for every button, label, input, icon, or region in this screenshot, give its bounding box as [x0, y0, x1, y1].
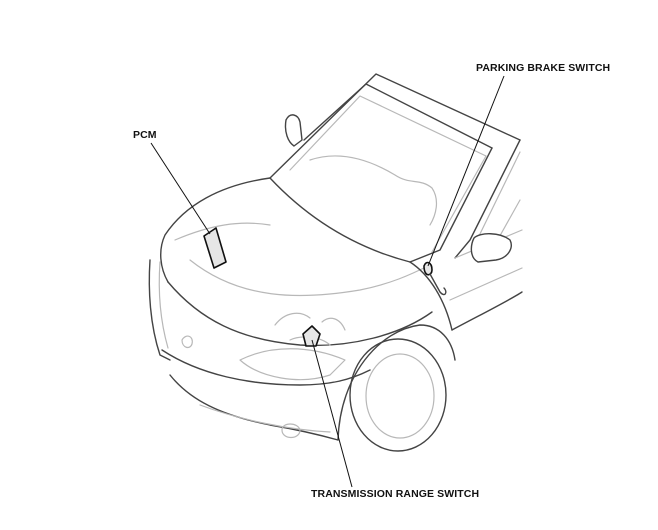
a-pillar-inner	[431, 155, 487, 253]
transmission-range-switch-label: TRANSMISSION RANGE SWITCH	[311, 488, 480, 500]
roof-line	[269, 73, 521, 179]
grille-emblem	[181, 335, 193, 349]
pcm-label: PCM	[133, 129, 157, 141]
side-window-frame	[454, 139, 521, 259]
body-side-line	[451, 291, 523, 331]
hood-crease-center	[189, 259, 431, 297]
far-side-mirror	[284, 114, 303, 147]
front-fascia	[161, 349, 371, 386]
cowl-line	[269, 177, 411, 263]
side-mirror	[470, 233, 512, 263]
pcm-leader-line	[150, 142, 211, 235]
hood-crease-left	[174, 222, 271, 241]
headlight-left	[148, 259, 171, 361]
front-rim	[365, 353, 435, 439]
grille	[239, 348, 346, 381]
fog-light	[281, 423, 301, 439]
bumper-trim	[199, 404, 331, 433]
wheel-arch	[337, 324, 456, 441]
transmission-range-switch-part	[302, 325, 321, 347]
parking-brake-switch-label: PARKING BRAKE SWITCH	[476, 62, 611, 74]
hood-front-edge	[167, 281, 433, 347]
pcm-module	[203, 227, 227, 269]
windshield-inner	[289, 95, 487, 171]
parking-brake-switch-part	[423, 261, 447, 296]
headlight-left-inner	[158, 261, 169, 349]
parking-brake-switch-leader-line	[427, 75, 505, 267]
a-pillar	[409, 147, 493, 263]
transmission-range-switch-leader-line	[311, 339, 353, 488]
fender-outline	[409, 261, 453, 331]
lower-bumper	[169, 374, 339, 441]
vehicle-outline	[148, 73, 523, 452]
hood-outline	[160, 177, 271, 283]
dashboard-silhouette	[309, 155, 438, 226]
windshield-top	[303, 83, 493, 149]
front-tire	[349, 338, 447, 452]
